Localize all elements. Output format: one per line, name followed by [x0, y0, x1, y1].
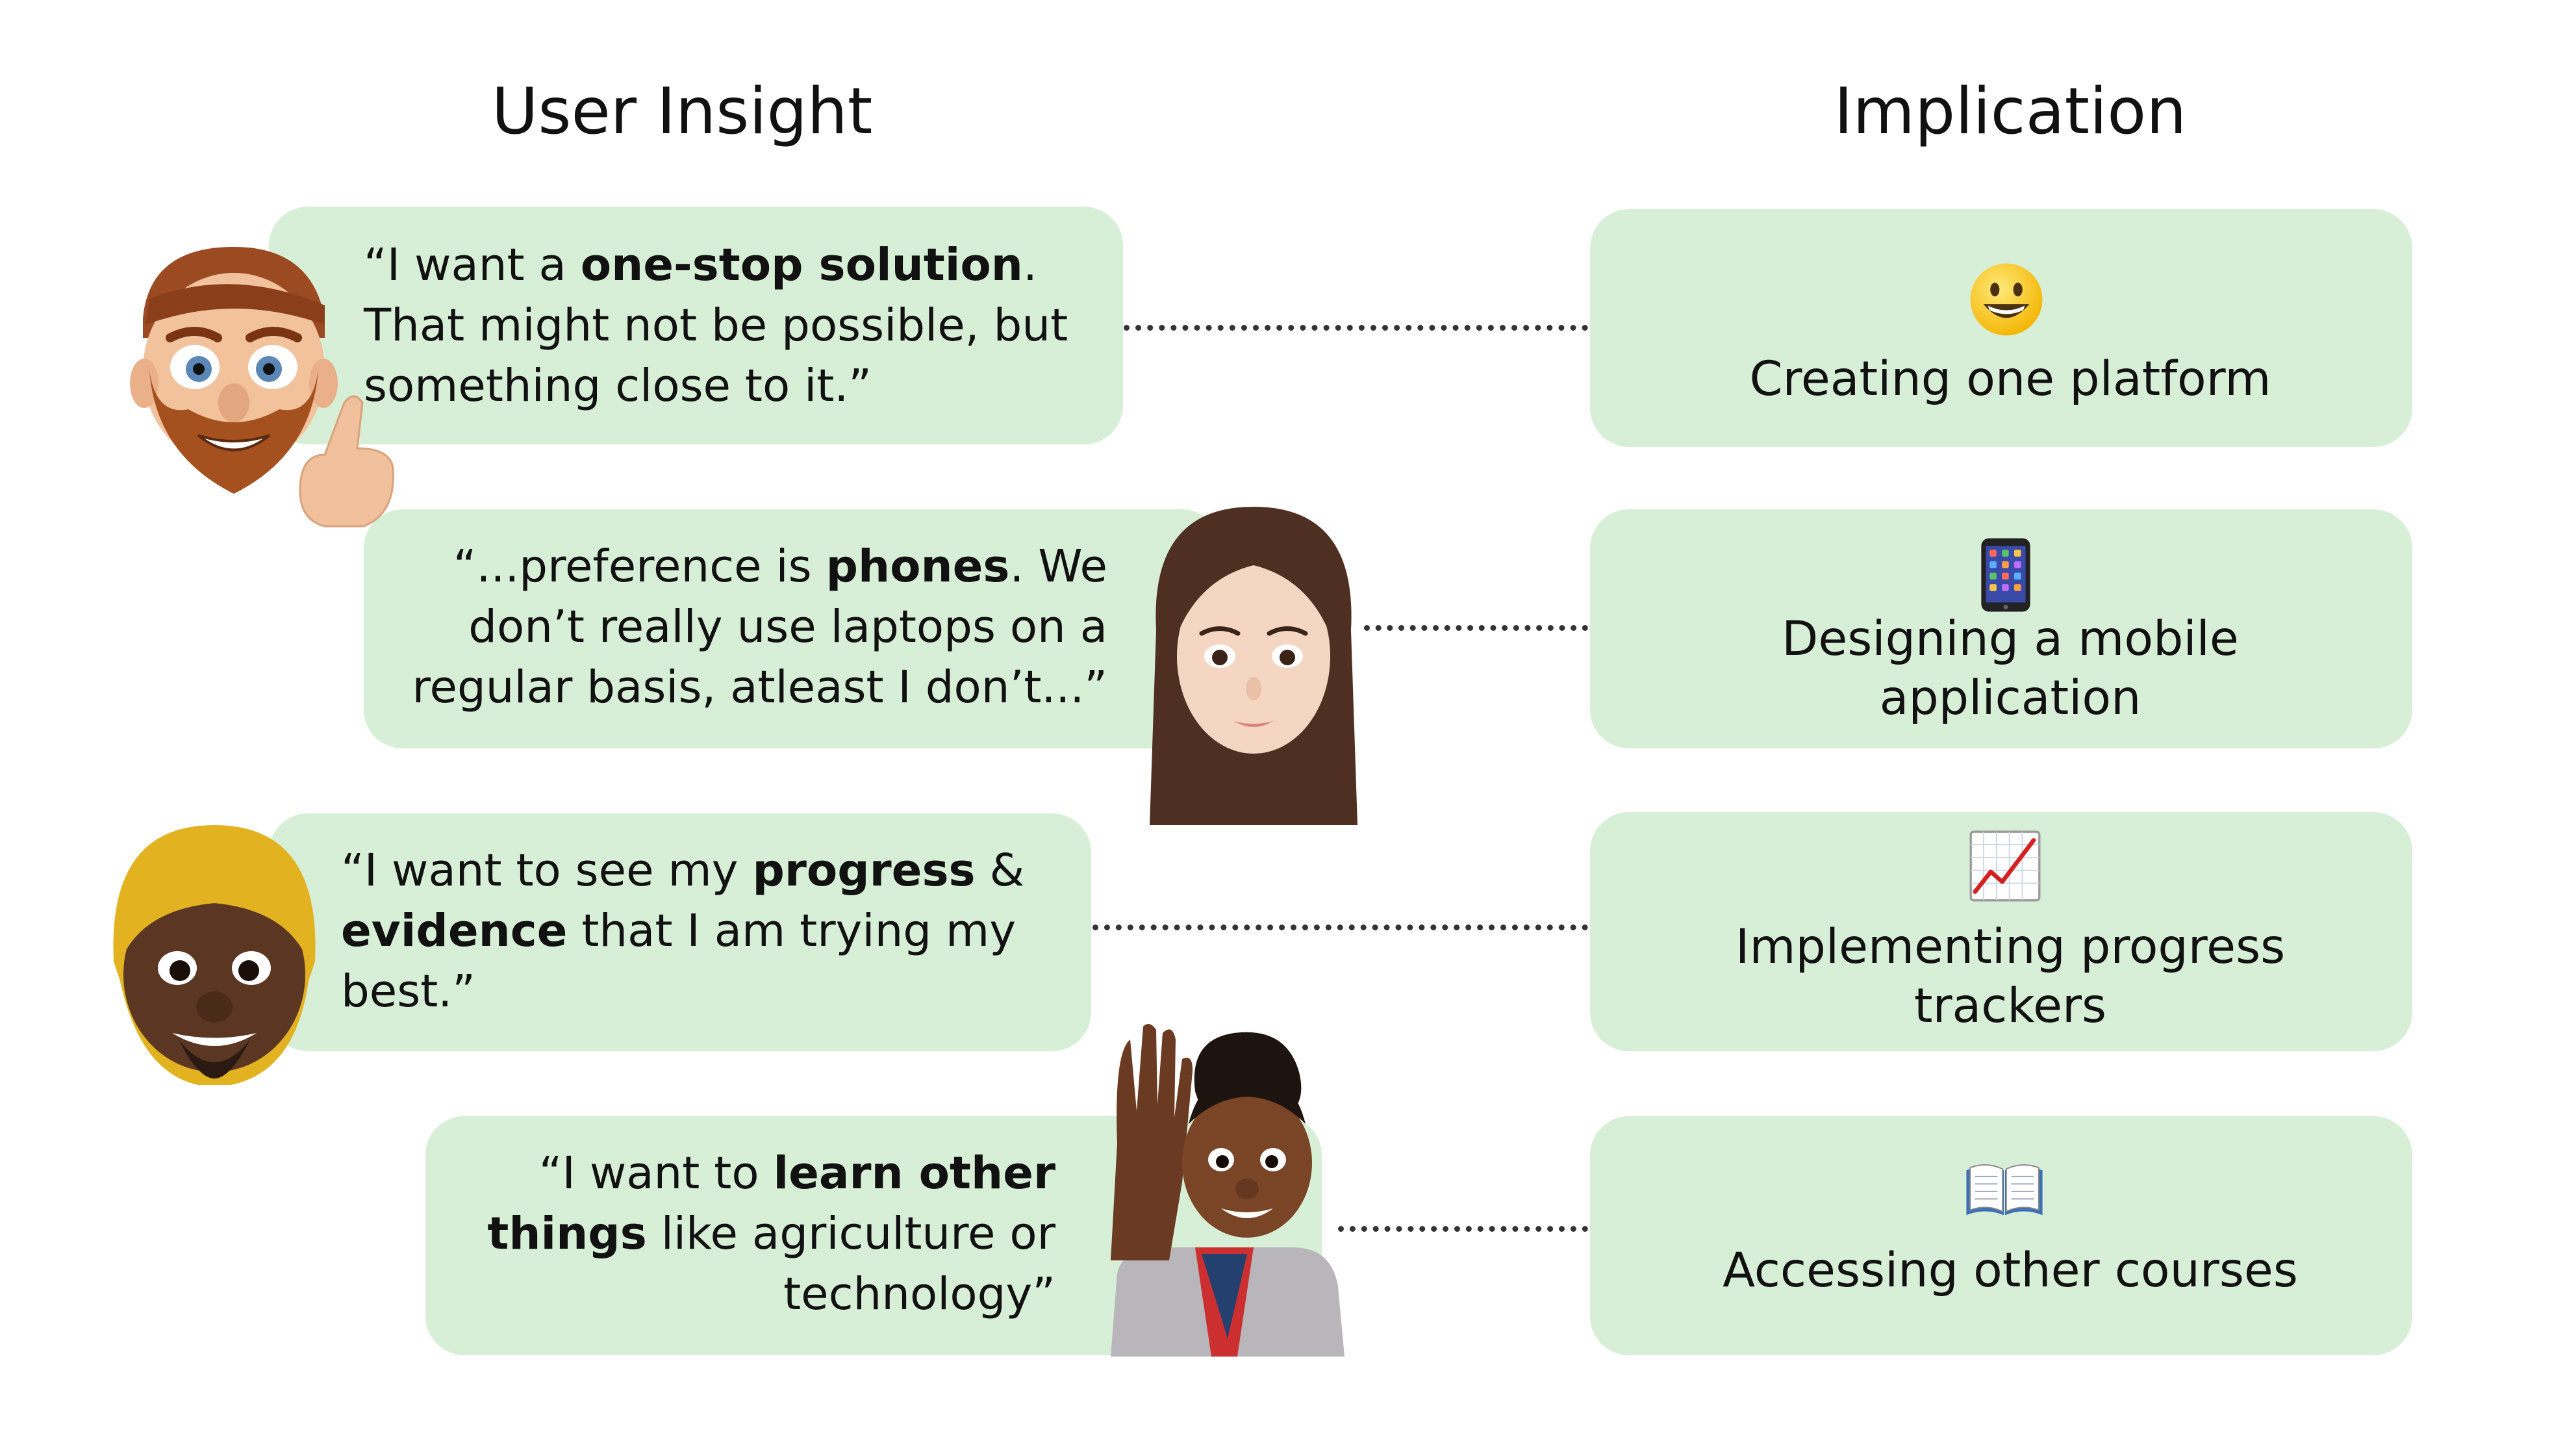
connector-line-2	[1364, 625, 1588, 631]
implication-card-4	[1590, 1116, 2412, 1355]
chart-increasing-icon	[1969, 830, 2041, 902]
insight-card-2	[364, 509, 1221, 748]
insight-card-1	[269, 207, 1123, 444]
insight-card-3	[269, 813, 1091, 1051]
implication-text-2: Designing a mobile application	[1782, 611, 2239, 726]
man-with-yellow-headwrap-avatar	[101, 812, 328, 1091]
open-book-icon	[1964, 1158, 2045, 1220]
implication-text-1: Creating one platform	[1749, 351, 2271, 407]
bearded-man-avatar	[130, 240, 416, 539]
connector-line-1	[1124, 325, 1588, 331]
mobile-phone-icon	[1980, 537, 2032, 613]
waving-man-avatar	[1098, 1014, 1351, 1357]
insight-quote-1: “I want a one-stop solution. That might …	[364, 239, 1068, 412]
insight-quote-2: “...preference is phones. We don’t reall…	[412, 541, 1107, 713]
implication-text-3: Implementing progress trackers	[1735, 919, 2286, 1034]
insight-quote-4: “I want to learn other things like agric…	[487, 1147, 1055, 1320]
grinning-face-icon	[1968, 261, 2045, 338]
implication-header: Implication	[1834, 75, 2187, 149]
user-insight-header: User Insight	[491, 75, 873, 149]
insight-quote-3: “I want to see my progress & evidence th…	[341, 845, 1025, 1017]
implication-text-4: Accessing other courses	[1723, 1243, 2298, 1298]
long-haired-woman-avatar	[1143, 500, 1364, 832]
connector-line-3	[1092, 925, 1588, 930]
connector-line-4	[1338, 1226, 1588, 1232]
